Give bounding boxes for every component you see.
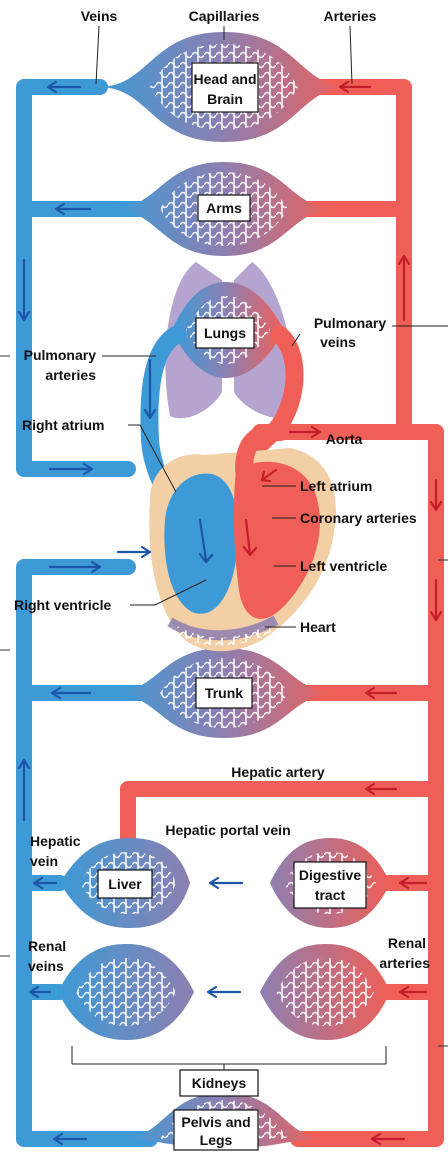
- capillaries-label: Capillaries: [189, 8, 260, 24]
- left-ventricle-label: Left ventricle: [300, 558, 387, 574]
- heart-label: Heart: [300, 619, 336, 635]
- veins-label: Veins: [81, 8, 118, 24]
- aorta-label: Aorta: [326, 431, 363, 447]
- pulmonary-veins-label-line2: veins: [320, 334, 356, 350]
- pulmonary-arteries-label-line2: arteries: [45, 367, 96, 383]
- pelvis-legs-label-line2: Legs: [200, 1132, 233, 1148]
- liver-label: Liver: [108, 876, 142, 892]
- pelvis-legs-label-line1: Pelvis and: [181, 1114, 250, 1130]
- hepatic-vein-label-line1: Hepatic: [30, 833, 81, 849]
- lungs-label: Lungs: [204, 325, 246, 341]
- hepatic-portal-vein-label: Hepatic portal vein: [165, 822, 290, 838]
- arms-label: Arms: [206, 200, 242, 216]
- kidneys-label: Kidneys: [192, 1075, 247, 1091]
- right-ventricle-label: Right ventricle: [14, 597, 111, 613]
- digestive-tract-label-line1: Digestive: [299, 867, 361, 883]
- head-brain-label-line1: Head and: [193, 71, 256, 87]
- hepatic-vein-label-line2: vein: [30, 853, 58, 869]
- head-brain-label-line2: Brain: [207, 91, 243, 107]
- trunk-label: Trunk: [205, 685, 243, 701]
- digestive-tract-label-line2: tract: [315, 887, 346, 903]
- renal-arteries-label-line1: Renal: [388, 935, 426, 951]
- renal-veins-label-line1: Renal: [28, 938, 66, 954]
- right-atrium-label: Right atrium: [22, 417, 104, 433]
- coronary-arteries-label: Coronary arteries: [300, 510, 417, 526]
- hepatic-artery-label: Hepatic artery: [231, 764, 325, 780]
- capillary-bed-kidney-venous: [58, 944, 194, 1040]
- renal-arteries-label-line2: arteries: [379, 955, 430, 971]
- arteries-label: Arteries: [324, 8, 377, 24]
- pulmonary-veins-label-line1: Pulmonary: [314, 315, 387, 331]
- renal-veins-label-line2: veins: [28, 958, 64, 974]
- capillary-bed-kidney-arterial: [260, 944, 390, 1040]
- pulmonary-arteries-label-line1: Pulmonary: [24, 347, 97, 363]
- left-atrium-label: Left atrium: [300, 478, 372, 494]
